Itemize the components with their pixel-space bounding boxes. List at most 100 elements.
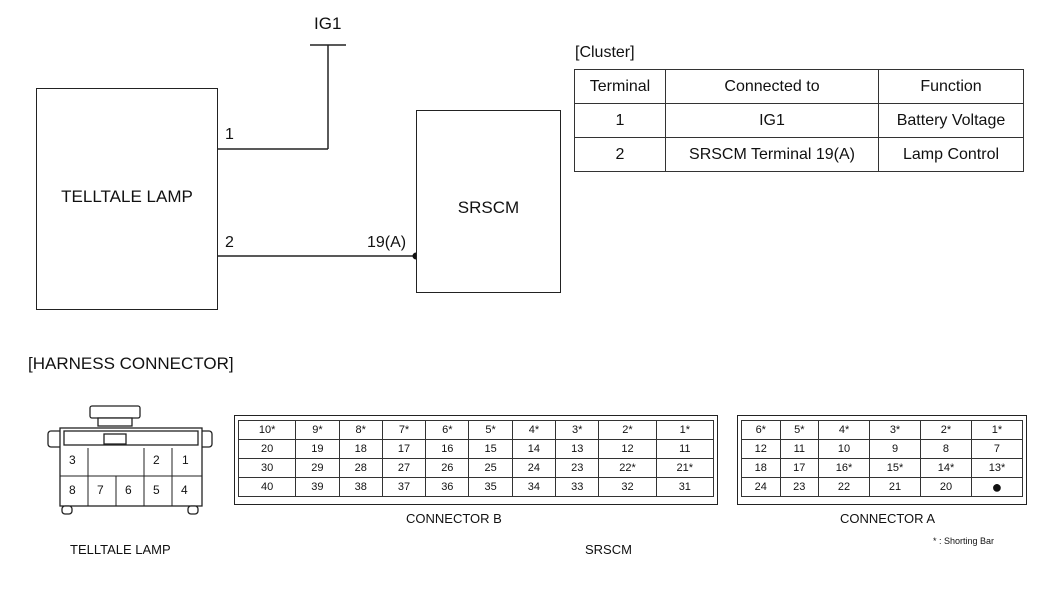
- connector-pin: 30: [237, 458, 297, 478]
- connector-pin: 14*: [920, 458, 972, 478]
- connector-pin: 7: [970, 439, 1024, 459]
- connector-pin: 32: [598, 477, 657, 497]
- connector-b-caption: CONNECTOR B: [406, 511, 502, 526]
- connector-pin: 17: [779, 458, 820, 478]
- connector-pin: 23: [779, 477, 820, 497]
- connector-pin: 21: [869, 477, 921, 497]
- connector-pin: 15*: [869, 458, 921, 478]
- shorting-bar-note: * : Shorting Bar: [933, 536, 995, 546]
- table-row: 2 SRSCM Terminal 19(A) Lamp Control: [574, 137, 1024, 172]
- connector-pin: 13*: [970, 458, 1024, 478]
- table-cell: SRSCM Terminal 19(A): [665, 137, 879, 172]
- connector-pin: 6*: [425, 420, 470, 440]
- connector-pin: 31: [655, 477, 715, 497]
- connector-pin: 28: [338, 458, 383, 478]
- harness-title: [HARNESS CONNECTOR]: [28, 354, 234, 373]
- connector-pin: ●: [970, 477, 1024, 497]
- telltale-pin: 5: [153, 483, 160, 497]
- connector-pin: 4*: [818, 420, 871, 440]
- connector-pin: 29: [295, 458, 340, 478]
- connector-pin: 8*: [338, 420, 383, 440]
- connector-pin: 20: [237, 439, 297, 459]
- srscm-caption: SRSCM: [585, 542, 632, 557]
- telltale-pin: 2: [153, 453, 160, 467]
- connector-pin: 33: [555, 477, 600, 497]
- connector-pin: 7*: [381, 420, 427, 440]
- connector-pin: 8: [920, 439, 972, 459]
- connector-pin: 38: [338, 477, 383, 497]
- connector-pin: 6*: [741, 420, 781, 440]
- telltale-pin: 6: [125, 483, 132, 497]
- table-cell: Lamp Control: [878, 137, 1024, 172]
- connector-a-caption: CONNECTOR A: [840, 511, 936, 526]
- telltale-connector-caption: TELLTALE LAMP: [70, 542, 171, 557]
- connector-pin: 23: [555, 458, 600, 478]
- connector-row: 6*5*4*3*2*1*: [741, 420, 1024, 440]
- srscm-label: SRSCM: [457, 198, 520, 217]
- connector-pin: 3*: [869, 420, 921, 440]
- connector-pin: 1*: [655, 420, 715, 440]
- connector-pin: 26: [425, 458, 470, 478]
- connector-pin: 25: [468, 458, 513, 478]
- connector-pin: 18: [338, 439, 383, 459]
- connector-pin: 18: [741, 458, 781, 478]
- connector-pin: 2*: [598, 420, 657, 440]
- telltale-pin: 3: [69, 453, 76, 467]
- connector-pin: 39: [295, 477, 340, 497]
- srscm-pin-label: 19(A): [367, 234, 407, 251]
- telltale-pin: 8: [69, 483, 76, 497]
- telltale-pin: 7: [97, 483, 104, 497]
- cluster-table: Terminal Connected to Function 1 IG1 Bat…: [574, 69, 1024, 172]
- telltale-lamp-box: TELLTALE LAMP: [36, 88, 218, 310]
- connector-pin: 24: [511, 458, 557, 478]
- connector-pin: 11: [779, 439, 820, 459]
- connector-pin: 10*: [237, 420, 297, 440]
- connector-pin: 17: [381, 439, 427, 459]
- connector-pin: 9*: [295, 420, 340, 440]
- connector-pin: 35: [468, 477, 513, 497]
- connector-pin: 16: [425, 439, 470, 459]
- connector-pin: 21*: [655, 458, 715, 478]
- connector-pin: 19: [295, 439, 340, 459]
- telltale-pin: 1: [182, 453, 189, 467]
- pin2-label: 2: [225, 234, 234, 251]
- connector-pin: 11: [655, 439, 715, 459]
- connector-pin: 40: [237, 477, 297, 497]
- connector-pin: 14: [511, 439, 557, 459]
- connector-pin: 13: [555, 439, 600, 459]
- connector-pin: 37: [381, 477, 427, 497]
- connector-pin: 20: [920, 477, 972, 497]
- ig1-label: IG1: [314, 14, 342, 33]
- connector-pin: 2*: [920, 420, 972, 440]
- table-cell: 1: [574, 103, 666, 138]
- connector-pin: 27: [381, 458, 427, 478]
- connector-pin: 9: [869, 439, 921, 459]
- connector-pin: 5*: [779, 420, 820, 440]
- connector-pin: 1*: [970, 420, 1024, 440]
- connector-pin: 10: [818, 439, 871, 459]
- connector-pin: 3*: [555, 420, 600, 440]
- connector-row: 10*9*8*7*6*5*4*3*2*1*: [237, 420, 715, 440]
- header-terminal: Terminal: [574, 69, 666, 104]
- connector-pin: 12: [741, 439, 781, 459]
- connector-pin: 36: [425, 477, 470, 497]
- connector-pin: 22*: [598, 458, 657, 478]
- connector-pin: 4*: [511, 420, 557, 440]
- header-function: Function: [878, 69, 1024, 104]
- telltale-pin: 4: [181, 483, 188, 497]
- table-cell: Battery Voltage: [878, 103, 1024, 138]
- connector-pin: 15: [468, 439, 513, 459]
- connector-pin: 12: [598, 439, 657, 459]
- connector-pin: 24: [741, 477, 781, 497]
- pin1-label: 1: [225, 126, 234, 143]
- cluster-caption: [Cluster]: [575, 44, 635, 61]
